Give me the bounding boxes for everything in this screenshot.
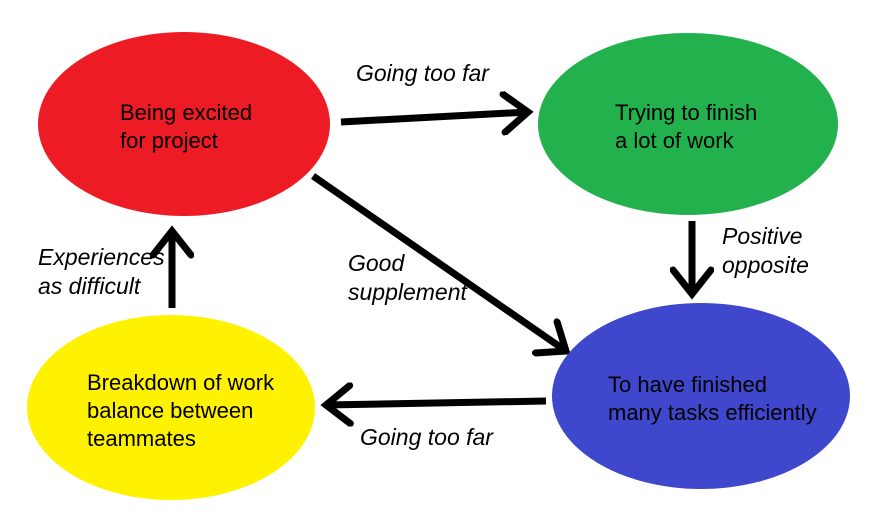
- node-trying-to-finish-work: Trying to finish a lot of work: [538, 33, 838, 215]
- edge-label-going-too-far-bottom: Going too far: [360, 424, 493, 450]
- node-label-line: Breakdown of work: [87, 369, 275, 395]
- node-label-line: for project: [120, 128, 218, 153]
- node-label-line: Trying to finish: [615, 100, 758, 125]
- node-label-line: Being excited: [120, 100, 253, 125]
- edge-label-line: as difficult: [38, 273, 141, 299]
- node-label-line: balance between: [87, 397, 254, 423]
- edge-label-going-too-far-top: Going too far: [356, 60, 489, 86]
- edge-label-line: Positive: [722, 223, 803, 249]
- edge-label-good-supplement: Good supplement: [348, 249, 467, 307]
- node-label-line: teammates: [87, 425, 196, 451]
- node-label: Being excited for project: [120, 99, 330, 155]
- node-breakdown-of-work-balance: Breakdown of work balance between teamma…: [27, 315, 315, 500]
- edge-label-line: Good: [348, 250, 405, 276]
- node-finished-many-tasks: To have finished many tasks efficiently: [552, 303, 850, 489]
- node-label-line: many tasks efficiently: [608, 400, 817, 425]
- arrow-excited-to-trying-icon: [340, 112, 528, 122]
- edge-label-line: supplement: [348, 279, 467, 305]
- node-label-line: To have finished: [608, 372, 767, 397]
- edge-label-line: opposite: [722, 252, 809, 278]
- edge-label-positive-opposite: Positive opposite: [722, 222, 809, 280]
- edge-label-line: Experiences: [38, 244, 165, 270]
- node-label: Trying to finish a lot of work: [615, 99, 838, 155]
- edge-label-experiences-as-difficult: Experiences as difficult: [38, 243, 165, 301]
- arrow-finished-to-breakdown-icon: [326, 401, 547, 405]
- node-label: Breakdown of work balance between teamma…: [87, 369, 315, 453]
- node-being-excited-for-project: Being excited for project: [38, 32, 330, 216]
- node-label: To have finished many tasks efficiently: [608, 371, 850, 427]
- node-label-line: a lot of work: [615, 128, 734, 153]
